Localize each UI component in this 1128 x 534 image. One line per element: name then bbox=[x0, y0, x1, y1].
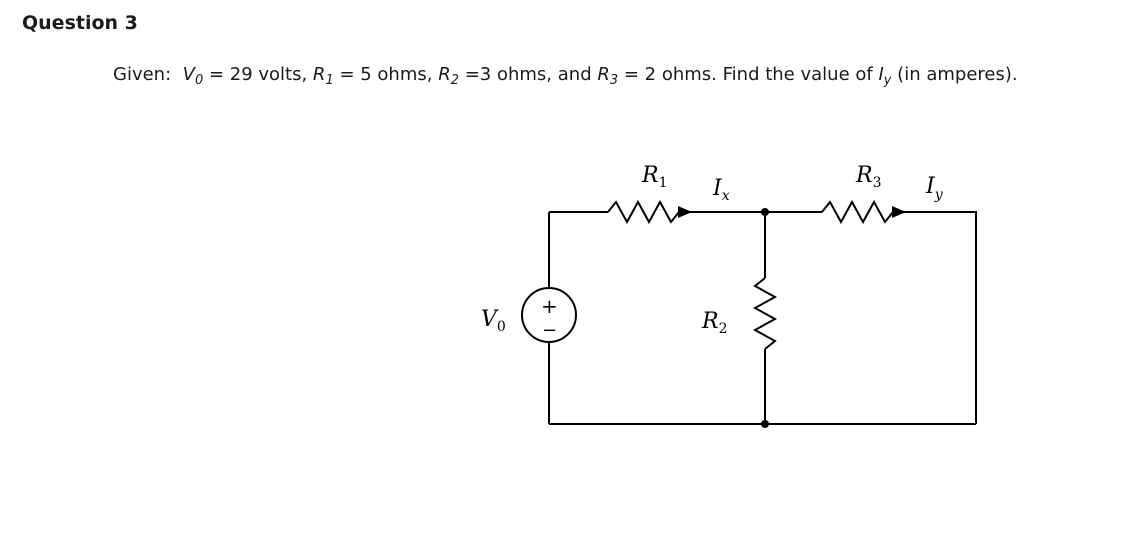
iy-arrow-icon bbox=[892, 206, 906, 218]
r2-subscript: 2 bbox=[450, 73, 459, 88]
problem-tail: (in amperes). bbox=[891, 64, 1018, 85]
question-title: Question 3 bbox=[22, 12, 138, 34]
r2-symbol: R bbox=[438, 64, 451, 85]
v0-label: V0 bbox=[481, 307, 506, 335]
iy-symbol: I bbox=[878, 64, 884, 85]
r3-symbol: R bbox=[597, 64, 610, 85]
problem-statement: Given: V0 = 29 volts, R1 = 5 ohms, R2 =3… bbox=[113, 64, 1018, 88]
r3-label: R3 bbox=[855, 163, 882, 191]
r1-symbol: R bbox=[312, 64, 326, 85]
r2-value: =3 ohms, and bbox=[459, 64, 598, 85]
r3-value: = 2 ohms. Find the value of bbox=[618, 64, 879, 85]
junction-top bbox=[761, 208, 769, 216]
resistor-r1 bbox=[607, 199, 680, 225]
resistor-r3 bbox=[821, 199, 894, 225]
ix-label: Ix bbox=[712, 176, 730, 204]
iy-subscript: y bbox=[883, 73, 892, 88]
iy-label: Iy bbox=[925, 174, 944, 203]
v0-value: = 29 volts, bbox=[203, 64, 313, 85]
resistor-r2 bbox=[752, 277, 778, 350]
minus-sign: − bbox=[542, 320, 557, 341]
r1-label: R1 bbox=[641, 163, 668, 191]
v0-subscript: 0 bbox=[194, 73, 204, 88]
plus-sign: + bbox=[541, 294, 558, 318]
v0-symbol: V bbox=[182, 64, 195, 85]
ix-arrow-icon bbox=[678, 206, 692, 218]
r1-value: = 5 ohms, bbox=[333, 64, 439, 85]
junction-bottom bbox=[761, 420, 769, 428]
r1-subscript: 1 bbox=[325, 73, 334, 88]
r2-label: R2 bbox=[701, 309, 728, 337]
r3-subscript: 3 bbox=[609, 73, 619, 88]
voltage-source bbox=[521, 287, 577, 343]
wire-iy bbox=[893, 211, 977, 424]
given-word: Given: bbox=[113, 64, 172, 85]
